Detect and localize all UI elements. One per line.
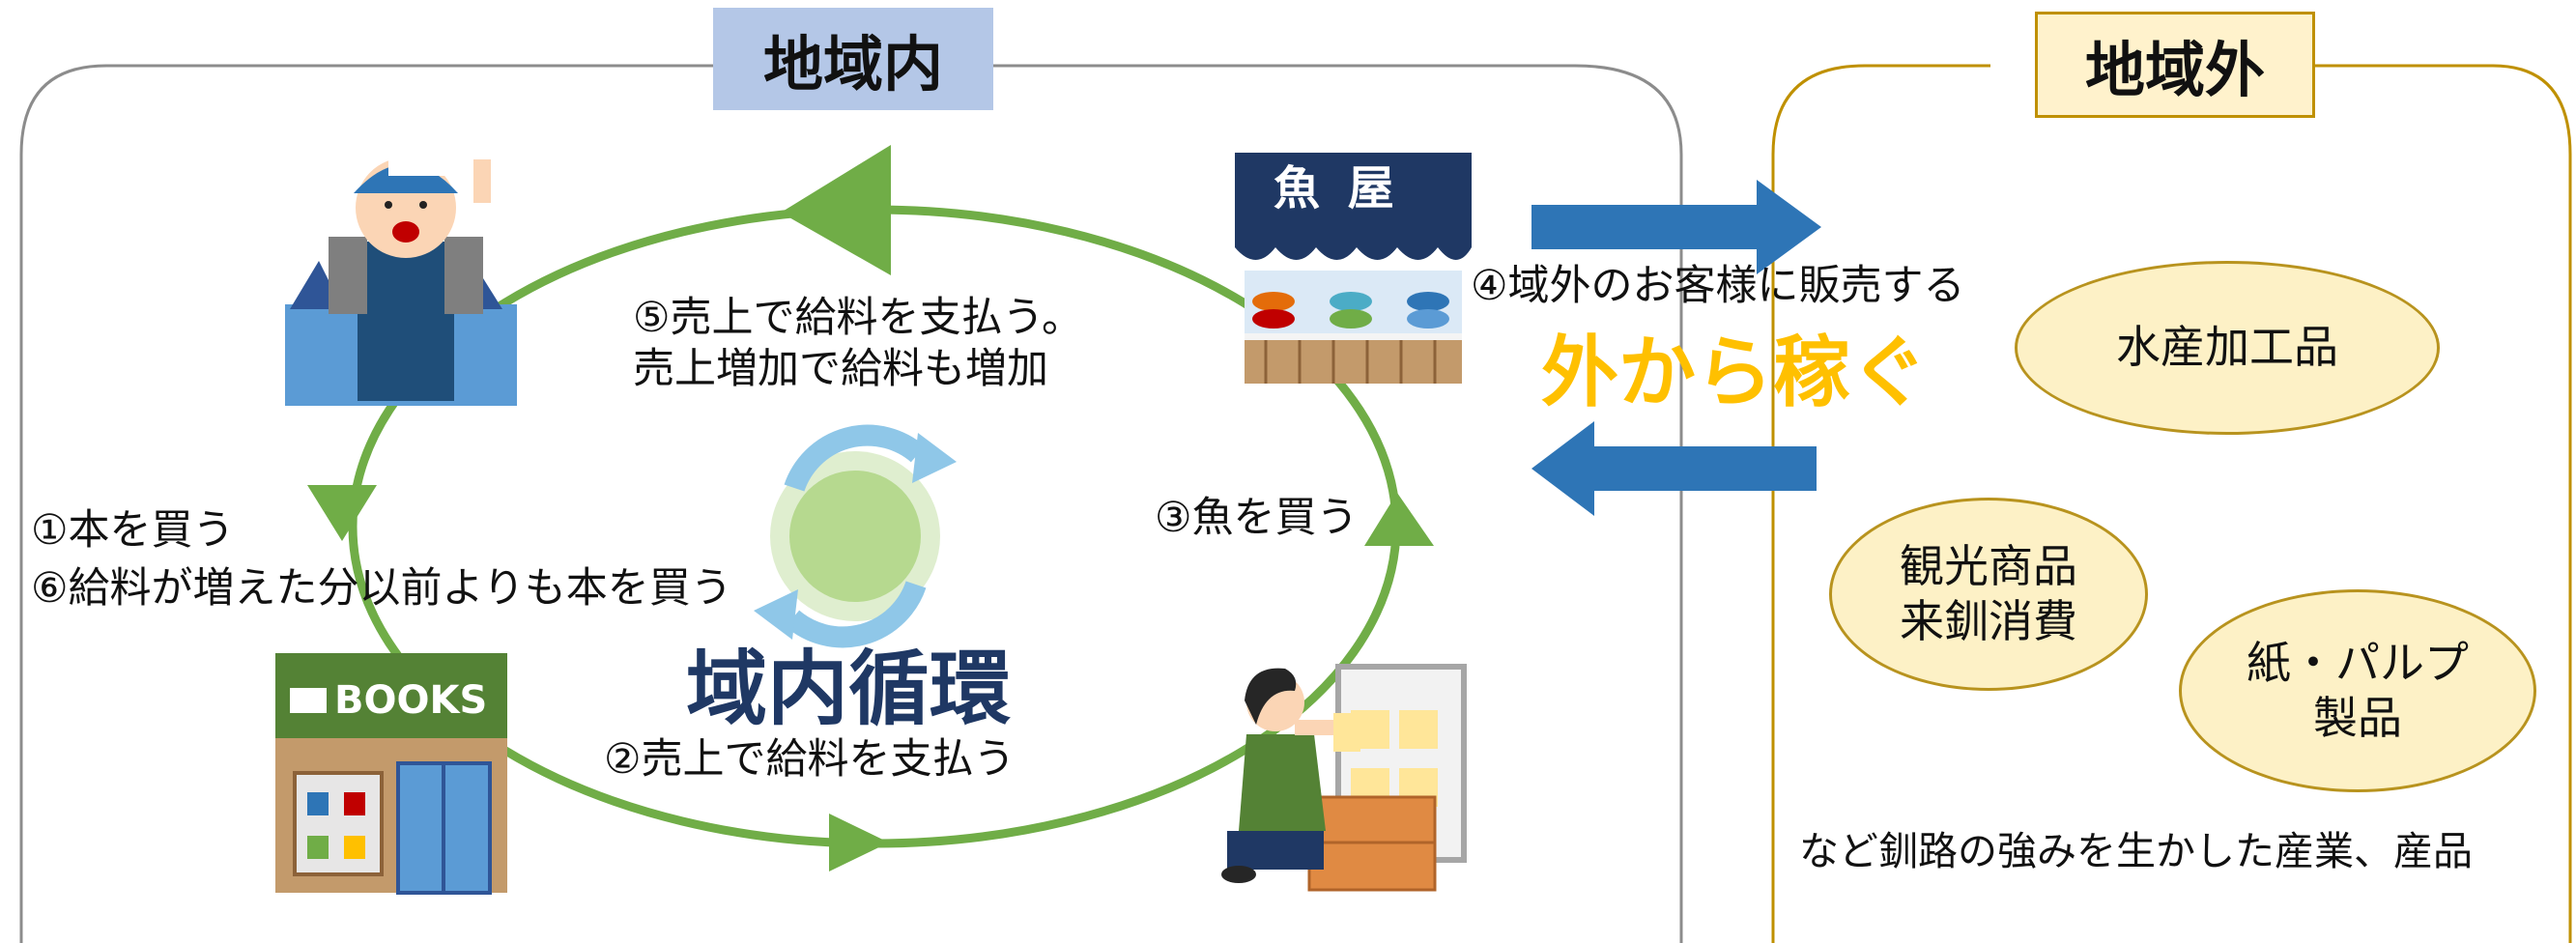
bookstore-illustration (275, 653, 507, 895)
recycle-icon (754, 424, 957, 648)
product-label: 観光商品 (1900, 539, 2077, 592)
cycle-arrow-left (307, 485, 377, 541)
fish-shop-illustration (1235, 153, 1472, 384)
outside-region-frame (1771, 64, 2572, 943)
product-label: 紙・パルプ (2247, 636, 2469, 689)
step1-label: ①本を買う (31, 506, 235, 555)
product-label: 来釧消費 (1900, 595, 2077, 647)
outbound-arrow (1531, 180, 1821, 274)
cycle-arrow-top (781, 145, 891, 275)
step5-label-line2: 売上増加で給料も増加 (633, 345, 1048, 393)
external-footer-text: など釧路の強みを生かした産業、産品 (1799, 828, 2473, 874)
inside-region-frame (19, 64, 1683, 943)
product-label: 製品 (2313, 692, 2402, 744)
inbound-arrow (1531, 421, 1817, 516)
slogan-text: 外から稼ぐ (1541, 328, 1928, 417)
cycle-arrow-right (1364, 493, 1434, 546)
step6-label: ⑥給料が増えた分以前よりも本を買う (31, 564, 732, 613)
inside-region-label: 地域内 (713, 8, 993, 110)
outside-region-label: 地域外 (2035, 12, 2315, 118)
fish-shop-sign: 魚 屋 (1274, 161, 1400, 215)
shopper-illustration (1221, 664, 1467, 892)
step4-label: ④域外のお客様に販売する (1471, 262, 1965, 310)
fisherman-illustration (285, 153, 517, 406)
product-label: 水産加工品 (2116, 321, 2338, 374)
step5-label-line1: ⑤売上で給料を支払う。 (633, 294, 1083, 342)
step3-label: ③魚を買う (1155, 494, 1359, 542)
cycle-center-title: 域内循環 (686, 642, 1012, 736)
cycle-arrow-bottom (829, 814, 889, 872)
bookstore-sign: BOOKS (334, 678, 488, 723)
step2-label: ②売上で給料を支払う (604, 735, 1016, 784)
product-ellipse-tourism: 観光商品 来釧消費 (1829, 498, 2148, 691)
product-ellipse-paper: 紙・パルプ 製品 (2179, 589, 2536, 792)
product-ellipse-seafood: 水産加工品 (2015, 261, 2440, 435)
